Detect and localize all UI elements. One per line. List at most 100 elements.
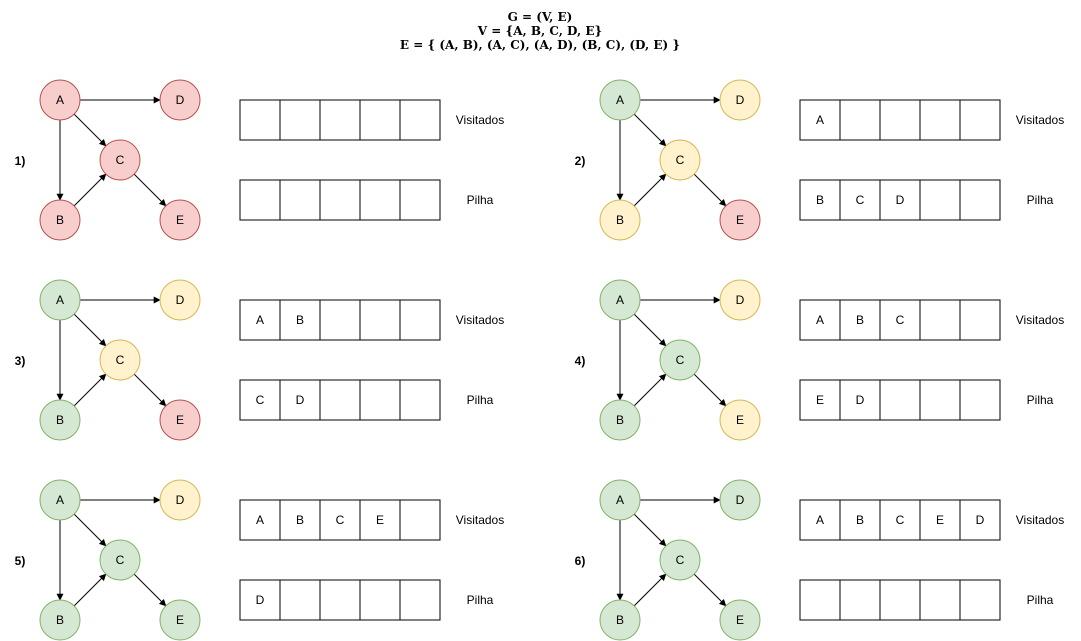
edge-c-e xyxy=(133,573,167,607)
node-label: D xyxy=(176,93,185,107)
edge-b-c xyxy=(73,173,107,207)
visited-row: A B Visitados xyxy=(239,299,504,341)
node-label: D xyxy=(176,293,185,307)
node-a xyxy=(39,479,81,521)
visited-cell xyxy=(319,499,361,541)
node-label: E xyxy=(736,613,744,627)
stack-cell xyxy=(839,179,881,221)
stack-cell xyxy=(399,379,441,421)
visited-cell xyxy=(799,299,841,341)
node-c xyxy=(659,339,701,381)
stack-cell-value: D xyxy=(856,393,865,407)
node-d xyxy=(719,79,761,121)
visited-cell xyxy=(279,99,321,141)
stack-cell-value: B xyxy=(816,193,824,207)
stack-label: Pilha xyxy=(467,393,494,407)
node-b xyxy=(599,599,641,641)
edge-b-c xyxy=(73,373,107,407)
node-c xyxy=(659,539,701,581)
stack-label: Pilha xyxy=(1027,393,1054,407)
stack-row: D Pilha xyxy=(239,579,494,621)
visited-cell xyxy=(279,299,321,341)
visited-cell xyxy=(239,499,281,541)
node-label: E xyxy=(176,613,184,627)
edge-a-c xyxy=(73,313,107,347)
stack-cell xyxy=(279,379,321,421)
node-label: E xyxy=(736,413,744,427)
edge-c-e xyxy=(133,373,167,407)
visited-cell xyxy=(239,299,281,341)
stack-cell-value: E xyxy=(816,393,824,407)
node-a xyxy=(599,279,641,321)
step-label: 5) xyxy=(15,554,26,568)
visited-cell-value: B xyxy=(856,513,864,527)
visited-cell xyxy=(359,299,401,341)
visited-cell xyxy=(839,299,881,341)
edge-c-e xyxy=(693,373,727,407)
visited-cell-value: C xyxy=(336,513,345,527)
node-e xyxy=(159,199,201,241)
node-label: A xyxy=(616,93,624,107)
stack-cell xyxy=(399,179,441,221)
node-d xyxy=(719,279,761,321)
visited-label: Visitados xyxy=(456,313,504,327)
visited-cell xyxy=(919,299,961,341)
stack-label: Pilha xyxy=(467,593,494,607)
visited-cell xyxy=(359,499,401,541)
visited-cell xyxy=(399,99,441,141)
node-label: A xyxy=(616,493,624,507)
node-label: B xyxy=(56,613,64,627)
visited-cell xyxy=(879,499,921,541)
edge-b-c xyxy=(73,573,107,607)
node-a xyxy=(599,479,641,521)
node-a xyxy=(599,79,641,121)
stack-cell xyxy=(239,179,281,221)
node-label: A xyxy=(56,93,64,107)
stack-cell xyxy=(879,379,921,421)
edge-b-c xyxy=(633,573,667,607)
node-e xyxy=(719,599,761,641)
visited-label: Visitados xyxy=(1016,313,1064,327)
node-d xyxy=(719,479,761,521)
stack-cell xyxy=(279,179,321,221)
visited-cell-value: A xyxy=(256,313,264,327)
stack-cell-value: D xyxy=(896,193,905,207)
stack-cell xyxy=(359,579,401,621)
visited-cell-value: A xyxy=(256,513,264,527)
visited-cell xyxy=(839,499,881,541)
node-label: B xyxy=(616,613,624,627)
visited-cell-value: C xyxy=(896,313,905,327)
stack-cell-value: C xyxy=(256,393,265,407)
node-label: C xyxy=(116,153,125,167)
stack-cell xyxy=(959,379,1001,421)
node-label: D xyxy=(736,93,745,107)
visited-cell xyxy=(919,99,961,141)
stack-cell-value: D xyxy=(256,593,265,607)
stack-cell xyxy=(239,379,281,421)
stack-cell xyxy=(319,179,361,221)
node-label: C xyxy=(116,553,125,567)
stack-cell xyxy=(879,579,921,621)
visited-cell-value: B xyxy=(296,513,304,527)
visited-cell xyxy=(959,99,1001,141)
visited-cell xyxy=(319,99,361,141)
visited-cell-value: B xyxy=(296,313,304,327)
node-b xyxy=(599,399,641,441)
visited-cell xyxy=(959,499,1001,541)
visited-cell xyxy=(799,99,841,141)
node-label: D xyxy=(176,493,185,507)
node-c xyxy=(99,139,141,181)
stack-label: Pilha xyxy=(467,193,494,207)
step-label: 1) xyxy=(15,154,26,168)
stack-cell xyxy=(919,179,961,221)
